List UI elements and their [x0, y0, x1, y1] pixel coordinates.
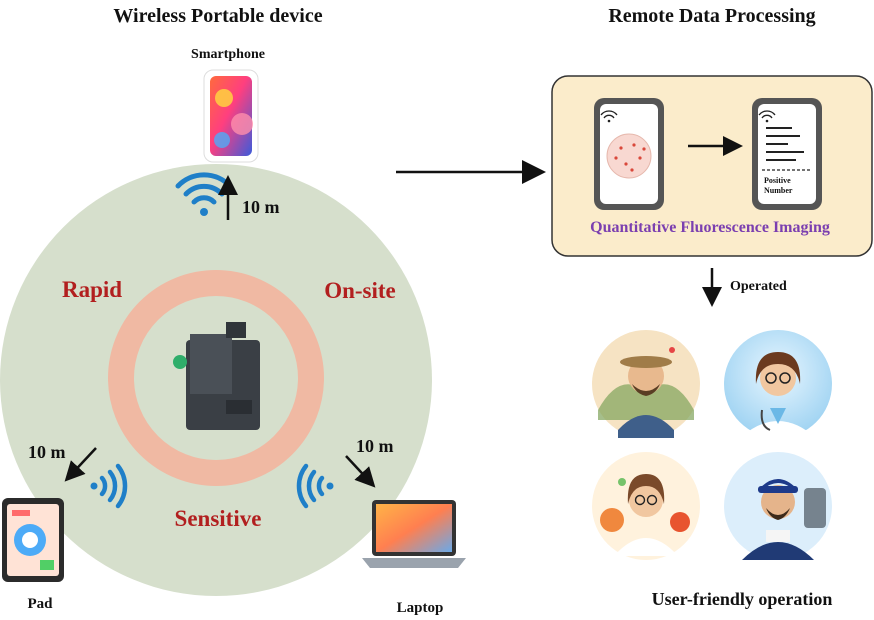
users-caption: User-friendly operation: [652, 589, 833, 609]
distance-right: 10 m: [356, 436, 394, 456]
result-phone: [752, 98, 822, 210]
feature-ring: [108, 270, 324, 486]
wifi-icon-right: [296, 463, 334, 509]
user-avatar-scientist: [592, 452, 700, 560]
operated-label: Operated: [730, 279, 787, 294]
wifi-small-icon-1: [600, 110, 618, 123]
processing-caption: Quantitative Fluorescence Imaging: [590, 219, 830, 236]
arrow-to-pad: [64, 447, 97, 482]
left-title: Wireless Portable device: [113, 5, 322, 27]
user-avatar-doctor: [724, 330, 832, 438]
smartphone-label: Smartphone: [191, 47, 265, 62]
wifi-small-icon-2: [758, 110, 776, 123]
result-label-line2: Number: [764, 186, 793, 195]
imaging-phone: [594, 98, 664, 210]
pad-icon: [2, 498, 64, 582]
portable-device: [173, 322, 260, 430]
feature-sensitive: Sensitive: [175, 506, 262, 531]
user-avatar-technician: [724, 452, 832, 560]
feature-onsite: On-site: [324, 278, 396, 303]
smartphone-icon: [203, 69, 259, 163]
arrow-to-processing-head: [522, 160, 546, 184]
distance-top: 10 m: [242, 197, 280, 217]
wifi-icon-left: [90, 463, 128, 509]
arrow-to-laptop: [345, 455, 376, 488]
right-title: Remote Data Processing: [608, 5, 815, 27]
laptop-label: Laptop: [397, 600, 444, 616]
result-label-line1: Positive: [764, 176, 791, 185]
feature-rapid: Rapid: [62, 277, 122, 302]
user-avatar-farmer: [592, 330, 700, 438]
pad-label: Pad: [27, 596, 53, 612]
distance-left: 10 m: [28, 442, 66, 462]
laptop-icon: [362, 500, 466, 568]
